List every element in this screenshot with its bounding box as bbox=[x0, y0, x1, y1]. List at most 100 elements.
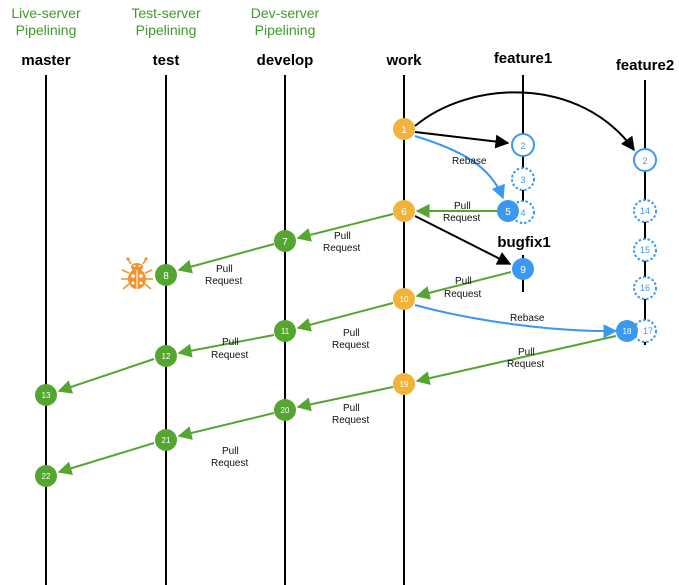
svg-text:1: 1 bbox=[401, 125, 407, 136]
svg-text:Request: Request bbox=[205, 276, 242, 287]
svg-text:11: 11 bbox=[281, 327, 290, 336]
arrow-rebase-feature2 bbox=[414, 304, 618, 339]
svg-text:2: 2 bbox=[520, 141, 525, 151]
commit-16: 16 bbox=[633, 276, 657, 300]
svg-text:4: 4 bbox=[520, 208, 525, 218]
svg-text:6: 6 bbox=[401, 207, 407, 218]
commit-9: 9 bbox=[512, 258, 534, 280]
pr-10-to-11 bbox=[296, 302, 394, 332]
svg-text:Request: Request bbox=[332, 340, 369, 351]
svg-text:Pull: Pull bbox=[334, 231, 351, 242]
commit-1: 1 bbox=[393, 118, 415, 140]
svg-text:7: 7 bbox=[282, 237, 288, 248]
svg-text:20: 20 bbox=[281, 406, 290, 415]
pipeline-live-line1: Live-server bbox=[11, 5, 81, 21]
svg-text:Pull: Pull bbox=[222, 337, 239, 348]
svg-text:21: 21 bbox=[162, 436, 171, 445]
commit-22: 22 bbox=[35, 465, 57, 487]
branch-label-feature1: feature1 bbox=[494, 50, 552, 67]
svg-text:18: 18 bbox=[623, 327, 632, 336]
commit-21: 21 bbox=[155, 429, 177, 451]
svg-text:Request: Request bbox=[444, 289, 481, 300]
svg-text:Pull: Pull bbox=[518, 347, 535, 358]
arrow-work-to-feature2 bbox=[414, 91, 635, 152]
svg-text:13: 13 bbox=[42, 391, 51, 400]
svg-text:14: 14 bbox=[640, 206, 650, 216]
svg-text:Pull: Pull bbox=[454, 201, 471, 212]
svg-text:Pull: Pull bbox=[222, 446, 239, 457]
svg-text:Request: Request bbox=[323, 243, 360, 254]
commit-15: 15 bbox=[633, 238, 657, 262]
pr-19-to-20 bbox=[296, 386, 394, 412]
pr-18-to-19 bbox=[415, 335, 617, 386]
pr-label-10-11: Pull Request bbox=[332, 328, 369, 351]
pr-label-5-6: Pull Request bbox=[443, 201, 480, 224]
arrow-work-to-feature1 bbox=[414, 131, 510, 149]
pr-21-to-22 bbox=[57, 442, 155, 476]
svg-text:Pull: Pull bbox=[455, 276, 472, 287]
commit-19: 19 bbox=[393, 373, 415, 395]
commit-13: 13 bbox=[35, 384, 57, 406]
svg-text:12: 12 bbox=[162, 352, 171, 361]
arrow-rebase-feature1 bbox=[414, 135, 505, 200]
svg-text:16: 16 bbox=[640, 283, 650, 293]
commit-7: 7 bbox=[274, 230, 296, 252]
pr-9-to-10 bbox=[415, 271, 512, 300]
commit-feature1-3: 3 bbox=[511, 167, 535, 191]
pipeline-dev-line1: Dev-server bbox=[251, 5, 320, 21]
pr-label-11-12: Pull Request bbox=[211, 337, 248, 361]
pr-6-to-7 bbox=[296, 213, 394, 242]
svg-text:Request: Request bbox=[211, 350, 248, 361]
pr-label-21-22: Pull Request bbox=[211, 446, 248, 469]
svg-text:2: 2 bbox=[642, 156, 647, 166]
pipeline-dev-line2: Pipelining bbox=[255, 22, 316, 38]
branch-label-master: master bbox=[21, 52, 70, 69]
bug-icon bbox=[121, 257, 153, 290]
commit-8: 8 bbox=[155, 264, 177, 286]
branch-label-feature2: feature2 bbox=[616, 57, 674, 74]
svg-text:17: 17 bbox=[643, 326, 653, 336]
branch-label-bugfix1: bugfix1 bbox=[497, 234, 550, 251]
pr-11-to-12 bbox=[177, 334, 275, 358]
svg-text:19: 19 bbox=[400, 380, 409, 389]
svg-text:22: 22 bbox=[42, 472, 51, 481]
svg-text:Request: Request bbox=[507, 359, 544, 370]
svg-text:10: 10 bbox=[400, 295, 409, 304]
arrow-work-to-bugfix1 bbox=[414, 215, 512, 265]
commit-feature1-2: 2 bbox=[511, 133, 535, 157]
commit-feature2-2: 2 bbox=[633, 148, 657, 172]
pipeline-live-line2: Pipelining bbox=[16, 22, 77, 38]
pr-label-9-10: Pull Request bbox=[444, 276, 481, 300]
branch-label-work: work bbox=[385, 52, 422, 69]
pr-7-to-8 bbox=[177, 243, 275, 274]
pr-label-19-20: Pull Request bbox=[332, 403, 369, 426]
rebase-label-1: Rebase bbox=[452, 156, 487, 167]
svg-text:Pull: Pull bbox=[216, 264, 233, 275]
svg-text:8: 8 bbox=[163, 271, 169, 282]
commit-10: 10 bbox=[393, 288, 415, 310]
commit-14: 14 bbox=[633, 199, 657, 223]
svg-text:Pull: Pull bbox=[343, 328, 360, 339]
pr-12-to-13 bbox=[57, 358, 155, 394]
svg-text:9: 9 bbox=[520, 265, 526, 276]
pipeline-test-line1: Test-server bbox=[131, 5, 201, 21]
branch-label-test: test bbox=[153, 52, 180, 69]
svg-text:5: 5 bbox=[505, 207, 511, 218]
commit-5: 5 bbox=[497, 200, 519, 222]
pr-label-7-8: Pull Request bbox=[205, 264, 242, 287]
branch-label-develop: develop bbox=[257, 52, 314, 69]
commit-17: 17 bbox=[633, 319, 657, 343]
commit-18: 18 bbox=[616, 320, 638, 342]
svg-text:Pull: Pull bbox=[343, 403, 360, 414]
pr-label-6-7: Pull Request bbox=[323, 231, 360, 254]
svg-text:Request: Request bbox=[443, 213, 480, 224]
pr-20-to-21 bbox=[177, 412, 275, 440]
commit-6: 6 bbox=[393, 200, 415, 222]
svg-text:3: 3 bbox=[520, 175, 525, 185]
pr-label-18-19: Pull Request bbox=[507, 347, 544, 370]
svg-text:15: 15 bbox=[640, 245, 650, 255]
pipeline-test-line2: Pipelining bbox=[136, 22, 197, 38]
commit-11: 11 bbox=[274, 320, 296, 342]
commit-20: 20 bbox=[274, 399, 296, 421]
